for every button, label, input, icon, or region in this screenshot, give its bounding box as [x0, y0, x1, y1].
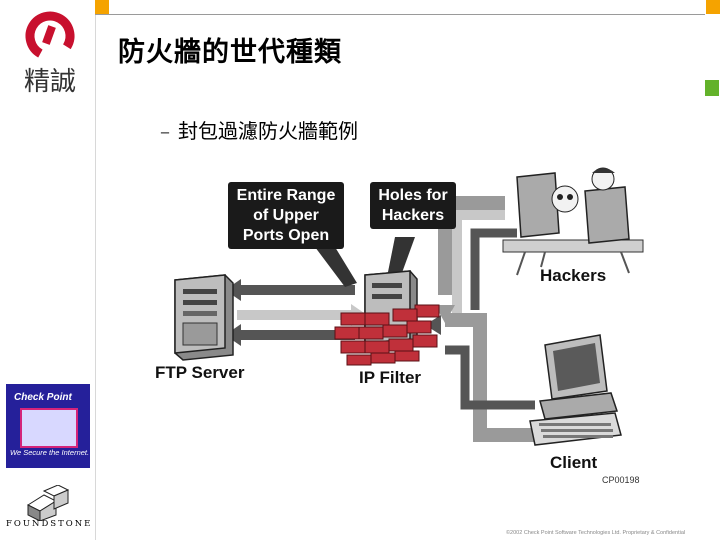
ftp-label: FTP Server — [155, 363, 245, 382]
orange-corner-mark-right — [706, 0, 720, 14]
subtitle-text: 封包過濾防火牆範例 — [178, 119, 358, 143]
foundstone-name: FOUNDSTONE — [6, 519, 93, 529]
brick-wall — [334, 304, 440, 366]
orange-corner-mark — [95, 0, 109, 14]
holes-label-line1: Holes for — [378, 187, 447, 204]
ip-filter-icon — [334, 270, 440, 366]
ip-filter-label: IP Filter — [359, 368, 421, 387]
holes-label-box: Holes for Hackers — [370, 182, 456, 229]
hackers-label: Hackers — [540, 266, 606, 285]
ftp-server-icon — [174, 274, 234, 361]
checkpoint-badge: Check Point We Secure the Internet. — [6, 384, 90, 468]
holes-arrow — [387, 237, 415, 281]
hackers-icon — [502, 167, 644, 276]
checkpoint-tagline: We Secure the Internet. — [10, 448, 90, 457]
packet-filter-diagram: Entire Range of Upper Ports Open Holes f… — [155, 167, 644, 485]
checkpoint-title: Check Point — [14, 392, 72, 403]
ports-label-line2: of Upper — [253, 207, 319, 224]
top-rule — [95, 14, 705, 15]
figure-code: CP00198 — [602, 475, 640, 485]
ports-label-box: Entire Range of Upper Ports Open — [228, 182, 344, 249]
holes-label-line2: Hackers — [382, 207, 444, 224]
logo-text: 精誠 — [24, 67, 76, 97]
foundstone-logo-icon — [26, 485, 70, 521]
client-label: Client — [550, 453, 598, 472]
footer-copyright: ©2002 Check Point Software Technologies … — [506, 530, 686, 536]
client-icon — [529, 334, 622, 446]
slide-subtitle: –封包過濾防火牆範例 — [160, 115, 358, 144]
company-logo: 精誠 — [24, 11, 76, 97]
slide-title: 防火牆的世代種類 — [118, 37, 342, 68]
checkpoint-screen-icon — [20, 408, 78, 448]
ports-label-line1: Entire Range — [237, 187, 336, 204]
bullet-dash: – — [160, 119, 170, 143]
ports-label-line3: Ports Open — [243, 227, 329, 244]
ports-arrow — [315, 247, 357, 287]
green-edge-mark — [705, 80, 719, 96]
